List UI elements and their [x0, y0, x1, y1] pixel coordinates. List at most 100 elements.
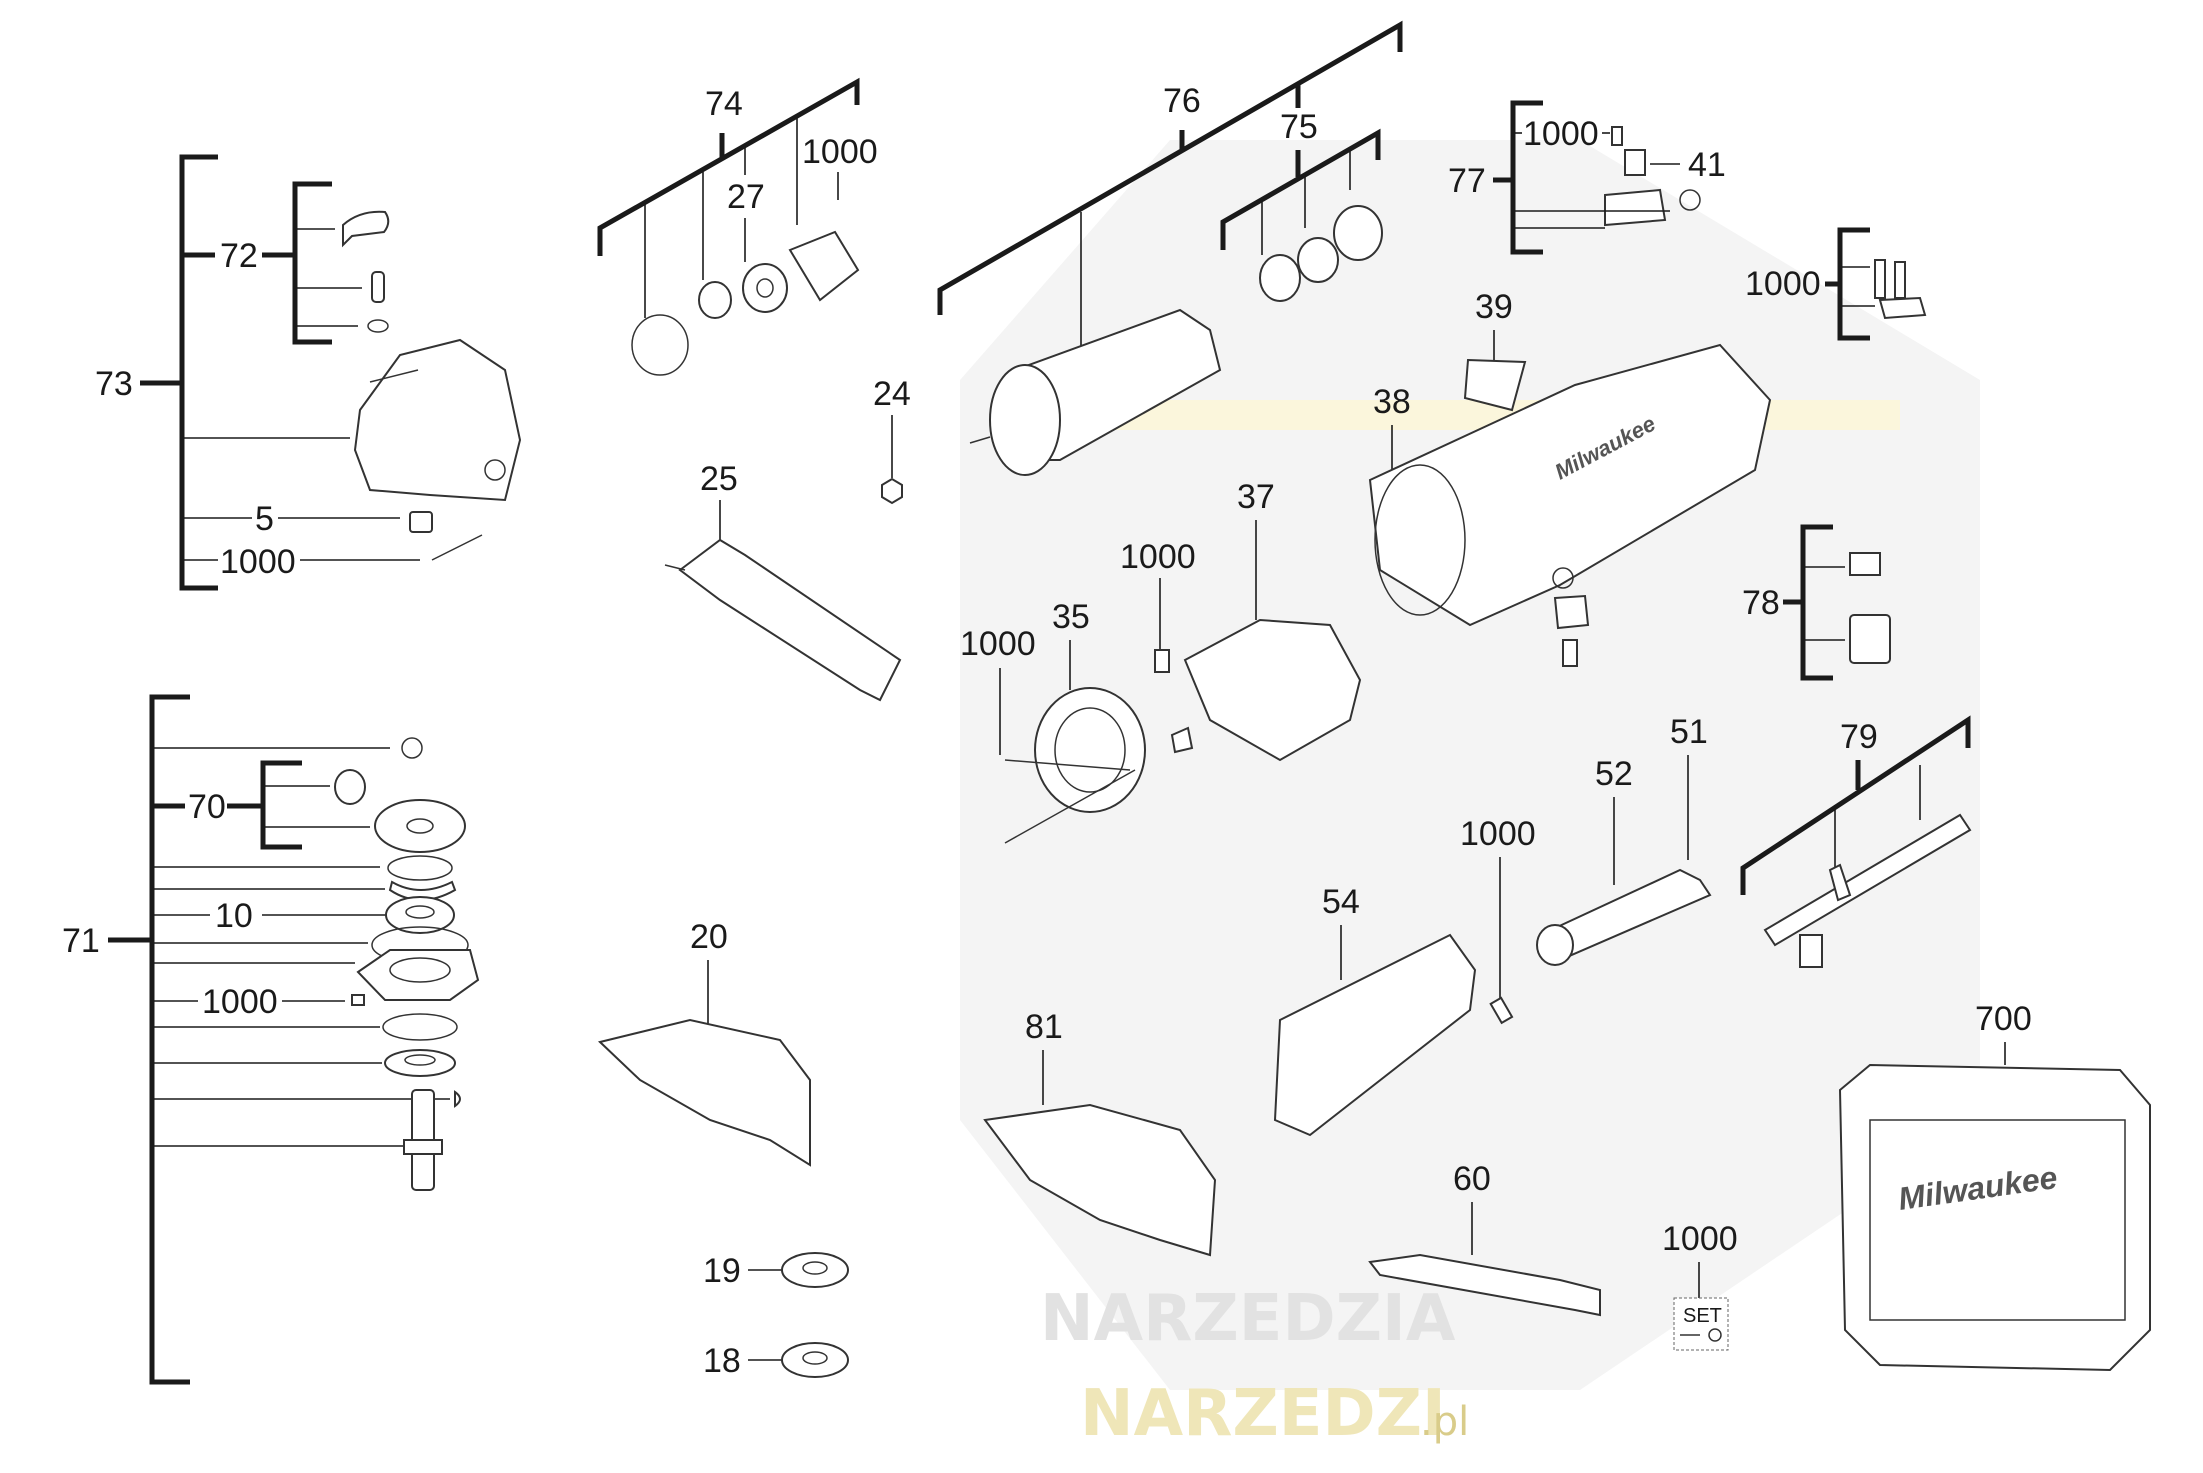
label-77[interactable]: 77 — [1448, 162, 1486, 200]
slider-79[interactable] — [1799, 934, 1823, 968]
long-screw-2[interactable] — [1004, 769, 1136, 844]
label-35[interactable]: 35 — [1052, 598, 1090, 636]
switch-rod[interactable] — [1763, 813, 1972, 947]
lock-nut-18[interactable] — [781, 1342, 849, 1378]
label-700[interactable]: 700 — [1975, 1000, 2032, 1038]
retaining-ring[interactable] — [387, 855, 453, 881]
nut-24[interactable] — [881, 477, 903, 505]
label-76[interactable]: 76 — [1163, 82, 1201, 120]
spring-part[interactable] — [367, 319, 389, 333]
cord-clamp[interactable] — [1878, 296, 1927, 320]
rear-cover-54[interactable] — [1273, 933, 1477, 1137]
switch-78[interactable] — [1849, 614, 1891, 664]
label-24[interactable]: 24 — [873, 375, 911, 413]
label-1000-h[interactable]: 1000 — [1460, 815, 1536, 853]
armature-fan[interactable] — [989, 364, 1061, 476]
circlip-part[interactable] — [401, 737, 423, 759]
label-1000-d[interactable]: 1000 — [1523, 115, 1599, 153]
long-screw[interactable] — [1004, 759, 1131, 771]
label-18[interactable]: 18 — [703, 1342, 741, 1380]
woodruff-key[interactable] — [454, 1090, 461, 1108]
fan-baffle-35[interactable] — [1034, 687, 1146, 813]
carry-case-700[interactable] — [1838, 1063, 2151, 1372]
bracket-70 — [260, 760, 302, 850]
label-19[interactable]: 19 — [703, 1252, 741, 1290]
brush-78[interactable] — [1849, 552, 1881, 576]
motor-housing-38[interactable] — [1368, 343, 1772, 627]
screw-part[interactable] — [431, 534, 483, 561]
bearing-flange[interactable] — [356, 949, 480, 1001]
label-25[interactable]: 25 — [700, 460, 738, 498]
part-20: 20 — [597, 918, 811, 1167]
bracket-72 — [292, 181, 332, 345]
screw-1000-e-2[interactable] — [1894, 261, 1906, 299]
spanner-60[interactable] — [1368, 1253, 1601, 1317]
label-73[interactable]: 73 — [95, 365, 133, 403]
label-1000-i[interactable]: 1000 — [1662, 1220, 1738, 1258]
rubber-sleeve-75[interactable] — [1333, 205, 1383, 261]
gear-housing[interactable] — [353, 338, 522, 502]
label-41[interactable]: 41 — [1688, 146, 1726, 184]
o-ring-74[interactable] — [631, 314, 689, 376]
label-81[interactable]: 81 — [1025, 1008, 1063, 1046]
label-1000-f[interactable]: 1000 — [1120, 538, 1196, 576]
label-51[interactable]: 51 — [1670, 713, 1708, 751]
label-1000-g[interactable]: 1000 — [960, 625, 1036, 663]
label-78[interactable]: 78 — [1742, 584, 1780, 622]
washer-74[interactable] — [698, 281, 732, 319]
seal-washer[interactable] — [384, 1049, 456, 1077]
label-74[interactable]: 74 — [705, 85, 743, 123]
group-74: 74 27 1000 — [597, 77, 878, 376]
inner-flange-19[interactable] — [781, 1252, 849, 1288]
screw-1000-h[interactable] — [1489, 996, 1514, 1025]
lever-part[interactable] — [342, 210, 390, 248]
set-box[interactable] — [1673, 1297, 1729, 1351]
switch-bracket[interactable] — [1604, 188, 1667, 227]
label-38[interactable]: 38 — [1373, 383, 1411, 421]
washer-75[interactable] — [1259, 254, 1301, 302]
wheel-guard-20[interactable] — [597, 1018, 811, 1167]
label-27[interactable]: 27 — [727, 178, 765, 216]
label-20[interactable]: 20 — [690, 918, 728, 956]
strain-relief[interactable] — [1536, 924, 1574, 966]
screw-1000-e[interactable] — [1874, 259, 1886, 299]
label-70[interactable]: 70 — [188, 788, 226, 826]
side-handle[interactable] — [678, 538, 902, 702]
o-ring-2[interactable] — [382, 1013, 458, 1041]
label-10[interactable]: 10 — [215, 897, 253, 935]
label-1000-b[interactable]: 1000 — [202, 983, 278, 1021]
label-52[interactable]: 52 — [1595, 755, 1633, 793]
wheel-guard-81[interactable] — [983, 1103, 1217, 1257]
label-5[interactable]: 5 — [255, 500, 274, 538]
brush-holder-41[interactable] — [1624, 149, 1646, 176]
label-72[interactable]: 72 — [220, 237, 258, 275]
brush-box[interactable] — [1553, 594, 1590, 630]
needle-bearing[interactable] — [409, 511, 433, 533]
bearing-75[interactable] — [1297, 237, 1339, 283]
label-71[interactable]: 71 — [62, 922, 100, 960]
bearing-27[interactable] — [742, 263, 788, 313]
pin-part[interactable] — [371, 271, 385, 303]
spring-77[interactable] — [1679, 189, 1701, 211]
stator-37[interactable] — [1183, 618, 1362, 762]
label-1000-a[interactable]: 1000 — [220, 543, 296, 581]
bevel-gear[interactable] — [374, 799, 466, 853]
label-79[interactable]: 79 — [1840, 718, 1878, 756]
label-1000-e[interactable]: 1000 — [1745, 265, 1821, 303]
label-75[interactable]: 75 — [1280, 108, 1318, 146]
carbon-brush[interactable] — [1562, 639, 1578, 667]
flange-screw[interactable] — [351, 994, 365, 1006]
label-1000-c[interactable]: 1000 — [802, 133, 878, 171]
label-60[interactable]: 60 — [1453, 1160, 1491, 1198]
cable-clip[interactable] — [1170, 726, 1194, 754]
stator-screw-clip[interactable] — [1154, 649, 1170, 673]
label-39[interactable]: 39 — [1475, 288, 1513, 326]
label-37[interactable]: 37 — [1237, 478, 1275, 516]
spring-79[interactable] — [1828, 863, 1852, 902]
bearing-plate[interactable] — [788, 230, 860, 302]
nameplate-39[interactable] — [1463, 358, 1527, 412]
pinion-gear[interactable] — [334, 769, 366, 805]
screw-77[interactable] — [1611, 126, 1623, 146]
label-54[interactable]: 54 — [1322, 883, 1360, 921]
ball-bearing-10[interactable] — [385, 896, 455, 934]
